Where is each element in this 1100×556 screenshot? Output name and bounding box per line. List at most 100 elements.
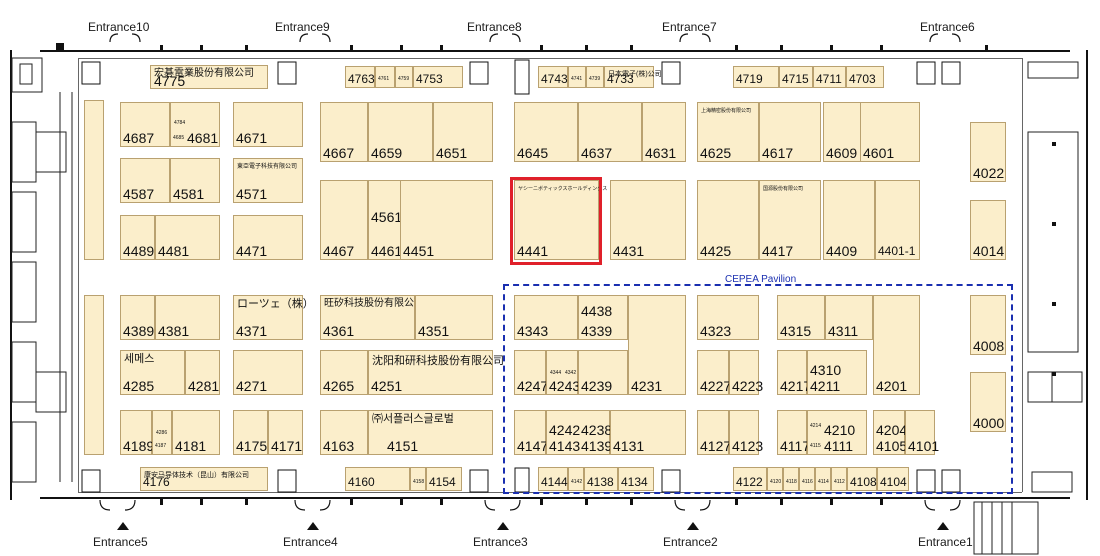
booth-4571[interactable]: 東亞電子科技有限公司 4571 bbox=[233, 158, 303, 203]
booth-4231[interactable]: 4231 bbox=[628, 295, 686, 395]
booth-strip-left-top[interactable] bbox=[84, 100, 104, 260]
booth-4601[interactable]: 4601 bbox=[860, 102, 920, 162]
booth-4176[interactable]: 康安马导体技术（昆山）有限公司 4176 bbox=[140, 467, 268, 491]
booth-4711[interactable]: 4711 bbox=[813, 66, 846, 88]
booth-4204[interactable]: 4204 4105 bbox=[873, 410, 907, 455]
booth-4381[interactable]: 4381 bbox=[155, 295, 220, 340]
booth-4784[interactable]: 4784 4685 4681 bbox=[170, 102, 220, 147]
booth-4160[interactable]: 4160 bbox=[345, 467, 410, 491]
booth-4227[interactable]: 4227 bbox=[697, 350, 731, 395]
booth-4775[interactable]: 宏碁電業股份有限公司 4775 bbox=[150, 65, 268, 89]
booth-4687[interactable]: 4687 bbox=[120, 102, 170, 147]
booth-4371[interactable]: ローツェ（株） 4371 bbox=[233, 295, 314, 340]
booth-4286[interactable]: 4286 4187 bbox=[152, 410, 172, 455]
booth-4127[interactable]: 4127 bbox=[697, 410, 731, 455]
booth-4389[interactable]: 4389 bbox=[120, 295, 155, 340]
booth-4401[interactable]: 4401-1 bbox=[875, 180, 920, 260]
booth-4481[interactable]: 4481 bbox=[155, 215, 220, 260]
booth-4147[interactable]: 4147 bbox=[514, 410, 548, 455]
booth-4131[interactable]: 4131 bbox=[610, 410, 686, 455]
booth-4323[interactable]: 4323 bbox=[697, 295, 759, 340]
booth-4189[interactable]: 4189 bbox=[120, 410, 154, 455]
booth-4489[interactable]: 4489 bbox=[120, 215, 155, 260]
booth-4144[interactable]: 4144 bbox=[538, 467, 568, 491]
booth-4000[interactable]: 4000 bbox=[970, 372, 1006, 432]
booth-4361[interactable]: 旺矽科技股份有限公司 4361 bbox=[320, 295, 424, 340]
booth-4753[interactable]: 4753 bbox=[413, 66, 463, 88]
booth-4114[interactable]: 4114 bbox=[815, 467, 831, 491]
booth-4151[interactable]: ㈜서플러스글로벌 4151 bbox=[368, 410, 493, 455]
booth-4741[interactable]: 4741 bbox=[568, 66, 586, 88]
booth-4761[interactable]: 4761 bbox=[375, 66, 395, 88]
booth-4118[interactable]: 4118 bbox=[783, 467, 799, 491]
booth-4175[interactable]: 4175 bbox=[233, 410, 268, 455]
booth-4265[interactable]: 4265 bbox=[320, 350, 368, 395]
booth-4014[interactable]: 4014 bbox=[970, 200, 1006, 260]
booth-4142[interactable]: 4142 bbox=[568, 467, 584, 491]
booth-4243[interactable]: 4344 4342 4243 bbox=[546, 350, 580, 395]
booth-4587[interactable]: 4587 bbox=[120, 158, 170, 203]
booth-4315[interactable]: 4315 bbox=[777, 295, 825, 340]
booth-4743[interactable]: 4743 bbox=[538, 66, 568, 88]
booth-4651[interactable]: 4651 bbox=[433, 102, 493, 162]
booth-4122[interactable]: 4122 bbox=[733, 467, 767, 491]
booth-4311[interactable]: 4311 bbox=[825, 295, 873, 340]
booth-4351[interactable]: 4351 bbox=[415, 295, 493, 340]
booth-4285[interactable]: 세메스 4285 bbox=[120, 350, 185, 395]
booth-4425[interactable]: 4425 bbox=[697, 180, 759, 260]
booth-4171[interactable]: 4171 bbox=[268, 410, 303, 455]
booth-4117[interactable]: 4117 bbox=[777, 410, 810, 455]
booth-4631[interactable]: 4631 bbox=[642, 102, 686, 162]
booth-4120[interactable]: 4120 bbox=[767, 467, 783, 491]
booth-4247[interactable]: 4247 bbox=[514, 350, 548, 395]
booth-4108[interactable]: 4108 bbox=[847, 467, 877, 491]
booth-4715[interactable]: 4715 bbox=[779, 66, 813, 88]
booth-4703[interactable]: 4703 bbox=[846, 66, 884, 88]
booth-4581[interactable]: 4581 bbox=[170, 158, 220, 203]
booth-4116[interactable]: 4116 bbox=[799, 467, 815, 491]
booth-4759[interactable]: 4759 bbox=[395, 66, 413, 88]
booth-4251[interactable]: 沈阳和研科技股份有限公司 4251 bbox=[368, 350, 504, 395]
booth-4123[interactable]: 4123 bbox=[729, 410, 763, 455]
booth-4719[interactable]: 4719 bbox=[733, 66, 779, 88]
booth-4637[interactable]: 4637 bbox=[578, 102, 642, 162]
booth-4471[interactable]: 4471 bbox=[233, 215, 303, 260]
booth-4101[interactable]: 4101 bbox=[905, 410, 939, 455]
booth-4659[interactable]: 4659 bbox=[368, 102, 433, 162]
booth-4201[interactable]: 4201 bbox=[873, 295, 920, 395]
booth-4451[interactable]: 4451 bbox=[400, 180, 493, 260]
booth-4310[interactable]: 4310 4211 bbox=[807, 350, 867, 395]
booth-4739[interactable]: 4739 bbox=[586, 66, 604, 88]
booth-4431[interactable]: 4431 bbox=[610, 180, 686, 260]
booth-4239[interactable]: 4239 bbox=[578, 350, 628, 395]
booth-4281[interactable]: 4281 bbox=[185, 350, 220, 395]
booth-4271[interactable]: 4271 bbox=[233, 350, 303, 395]
booth-4242[interactable]: 4242 4238 4143 4139 bbox=[546, 410, 612, 455]
booth-4008[interactable]: 4008 bbox=[970, 295, 1006, 355]
booth-4217[interactable]: 4217 bbox=[777, 350, 811, 395]
booth-4104[interactable]: 4104 bbox=[877, 467, 909, 491]
booth-strip-left-bottom[interactable] bbox=[84, 295, 104, 455]
booth-4409[interactable]: 4409 bbox=[823, 180, 875, 260]
booth-4441[interactable]: ヤシーニボティックスホールディングス（株） 4441 bbox=[514, 180, 622, 260]
booth-4763[interactable]: 4763 bbox=[345, 66, 375, 88]
booth-4163[interactable]: 4163 bbox=[320, 410, 368, 455]
booth-4645[interactable]: 4645 bbox=[514, 102, 578, 162]
booth-4733[interactable]: 日本電子(株)公司 4733 bbox=[604, 66, 662, 88]
booth-4214[interactable]: 4214 4210 4115 4111 bbox=[807, 410, 867, 455]
booth-4625[interactable]: 上海精密股份有限公司 4625 bbox=[697, 102, 759, 162]
booth-4667[interactable]: 4667 bbox=[320, 102, 368, 162]
booth-4138[interactable]: 4138 bbox=[584, 467, 618, 491]
booth-4154[interactable]: 4154 bbox=[426, 467, 462, 491]
booth-4617[interactable]: 4617 bbox=[759, 102, 821, 162]
booth-4223[interactable]: 4223 bbox=[729, 350, 763, 395]
booth-4438[interactable]: 4438 4339 bbox=[578, 295, 628, 340]
booth-4671[interactable]: 4671 bbox=[233, 102, 303, 147]
booth-4417[interactable]: 国源股份有限公司 4417 bbox=[759, 180, 821, 260]
booth-4343[interactable]: 4343 bbox=[514, 295, 578, 340]
booth-4022[interactable]: 4022 bbox=[970, 122, 1006, 182]
booth-4467[interactable]: 4467 bbox=[320, 180, 368, 260]
booth-4158[interactable]: 4158 bbox=[410, 467, 426, 491]
booth-4134[interactable]: 4134 bbox=[618, 467, 654, 491]
booth-4181[interactable]: 4181 bbox=[172, 410, 220, 455]
